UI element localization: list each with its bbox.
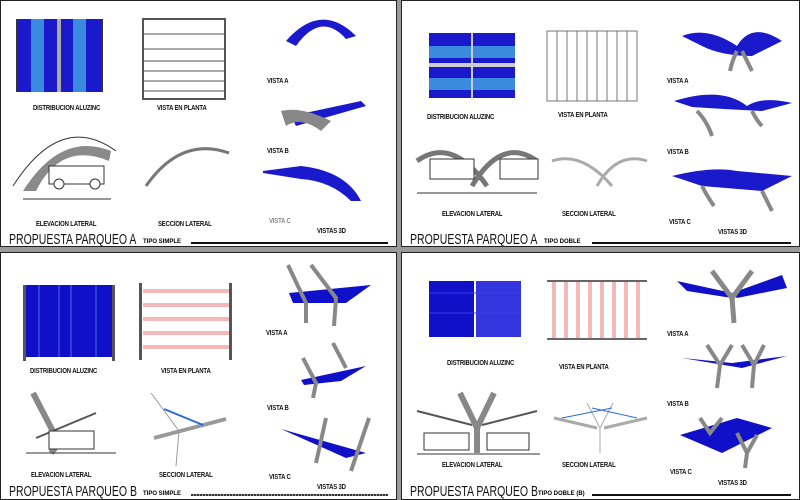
label-elevacion: ELEVACION LATERAL xyxy=(31,472,92,479)
label-vista-b: VISTA B xyxy=(667,149,689,156)
label-planta: VISTA EN PLANTA xyxy=(558,112,608,119)
3d-views-drawing xyxy=(281,263,371,472)
sheet-title: PROPUESTA PARQUEO A xyxy=(9,231,137,247)
plan-view-drawing xyxy=(139,283,232,360)
section-drawing xyxy=(150,392,227,467)
label-planta: VISTA EN PLANTA xyxy=(157,105,207,112)
label-vista-a: VISTA A xyxy=(267,78,289,85)
drawing-parqueo-b-simple xyxy=(23,263,371,472)
sheet-type: TIPO DOBLE xyxy=(544,239,581,245)
title-rule xyxy=(191,242,388,244)
label-elevacion: ELEVACION LATERAL xyxy=(442,211,503,218)
drawing-parqueo-a-simple xyxy=(12,18,366,201)
3d-views-drawing xyxy=(672,32,792,212)
section-drawing xyxy=(551,157,648,187)
plan-view-drawing xyxy=(547,280,647,340)
label-vistas-3d: VISTAS 3D xyxy=(718,229,747,236)
section-drawing xyxy=(144,147,230,187)
drawing-parqueo-b-doble xyxy=(416,269,787,469)
elevation-drawing xyxy=(415,150,539,194)
label-vista-c: VISTA C xyxy=(669,219,691,226)
label-seccion: SECCION LATERAL xyxy=(158,221,212,228)
plan-view-drawing xyxy=(546,30,638,102)
aluzinc-distribution-drawing xyxy=(23,285,115,361)
sheet-parqueo-a-doble: DISTRIBUCION ALUZINC VISTA EN PLANTA VIS… xyxy=(401,0,800,247)
label-distribucion: DISTRIBUCION ALUZINC xyxy=(427,114,495,121)
sheet-title: PROPUESTA PARQUEO A xyxy=(410,231,538,247)
elevation-drawing xyxy=(12,136,117,200)
label-distribucion: DISTRIBUCION ALUZINC xyxy=(30,368,98,375)
label-vista-a: VISTA A xyxy=(667,78,689,85)
plan-view-drawing xyxy=(142,18,226,100)
sheet-type: TIPO DOBLE (B) xyxy=(538,491,585,497)
aluzinc-distribution-drawing xyxy=(429,281,521,337)
elevation-drawing xyxy=(26,391,116,455)
label-vista-c: VISTA C xyxy=(269,218,291,225)
section-drawing xyxy=(553,402,648,453)
label-planta: VISTA EN PLANTA xyxy=(161,368,211,375)
label-vista-a: VISTA A xyxy=(266,330,288,337)
label-vistas-3d: VISTAS 3D xyxy=(718,480,747,487)
label-vistas-3d: VISTAS 3D xyxy=(317,228,346,235)
3d-views-drawing xyxy=(263,19,366,201)
sheet-title: PROPUESTA PARQUEO B xyxy=(9,483,137,500)
elevation-drawing xyxy=(416,391,540,455)
label-vista-c: VISTA C xyxy=(269,474,291,481)
sheet-parqueo-a-simple: DISTRIBUCION ALUZINC VISTA EN PLANTA VIS… xyxy=(0,0,397,247)
title-rule xyxy=(191,494,388,496)
label-seccion: SECCION LATERAL xyxy=(562,462,616,469)
label-vista-b: VISTA B xyxy=(267,405,289,412)
label-vistas-3d: VISTAS 3D xyxy=(317,484,346,491)
3d-views-drawing xyxy=(677,269,787,469)
title-rule xyxy=(592,242,791,244)
aluzinc-distribution-drawing xyxy=(16,19,103,92)
title-rule xyxy=(592,494,791,496)
label-distribucion: DISTRIBUCION ALUZINC xyxy=(33,105,101,112)
label-elevacion: ELEVACION LATERAL xyxy=(442,462,503,469)
sheet-parqueo-b-simple: DISTRIBUCION ALUZINC VISTA EN PLANTA VIS… xyxy=(0,252,397,500)
label-planta: VISTA EN PLANTA xyxy=(559,364,609,371)
sheet-title: PROPUESTA PARQUEO B xyxy=(410,483,538,500)
label-vista-a: VISTA A xyxy=(667,331,689,338)
drawing-parqueo-a-doble xyxy=(415,30,792,212)
label-vista-b: VISTA B xyxy=(667,401,689,408)
sheet-type: TIPO SIMPLE xyxy=(143,239,182,245)
sheet-type: TIPO SIMPLE xyxy=(143,491,182,497)
label-seccion: SECCION LATERAL xyxy=(159,472,213,479)
label-distribucion: DISTRIBUCION ALUZINC xyxy=(447,360,515,367)
aluzinc-distribution-drawing xyxy=(429,33,515,98)
label-vista-c: VISTA C xyxy=(670,469,692,476)
label-vista-b: VISTA B xyxy=(267,148,289,155)
sheet-parqueo-b-doble: DISTRIBUCION ALUZINC VISTA EN PLANTA VIS… xyxy=(401,252,800,500)
label-elevacion: ELEVACION LATERAL xyxy=(36,221,97,228)
label-seccion: SECCION LATERAL xyxy=(562,211,616,218)
sheet-separator-horizontal xyxy=(0,247,800,252)
